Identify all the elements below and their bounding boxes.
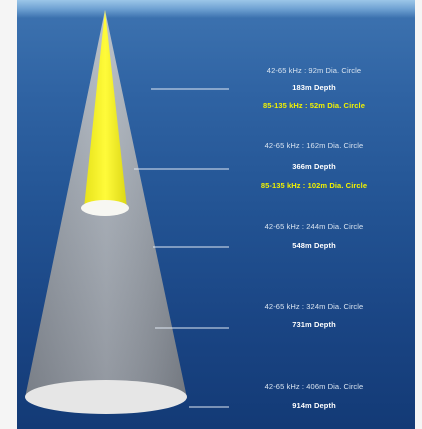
high-frequency-footprint-ellipse — [81, 200, 129, 216]
depth-label-731: 731m Depth — [292, 320, 336, 329]
sonar-beam-diagram — [25, 10, 229, 414]
ocean-scene: 42-65 kHz : 92m Dia. Circle 183m Depth 8… — [17, 0, 415, 429]
freq-label-914: 42-65 kHz : 406m Dia. Circle — [264, 382, 364, 391]
depth-label-366: 366m Depth — [292, 162, 336, 171]
depth-label-914: 914m Depth — [292, 401, 336, 410]
freq-label-183: 42-65 kHz : 92m Dia. Circle — [266, 66, 362, 75]
depth-label-548: 548m Depth — [292, 241, 336, 250]
high-frequency-beam-cone — [84, 10, 127, 208]
freq-label-366: 42-65 kHz : 162m Dia. Circle — [264, 141, 364, 150]
depth-label-183: 183m Depth — [292, 83, 336, 92]
freq-label-548: 42-65 kHz : 244m Dia. Circle — [264, 222, 364, 231]
high-freq-label-366: 85-135 kHz : 102m Dia. Circle — [260, 181, 368, 190]
freq-label-731: 42-65 kHz : 324m Dia. Circle — [264, 302, 364, 311]
sea-surface — [17, 0, 415, 18]
high-freq-label-183: 85-135 kHz : 52m Dia. Circle — [262, 101, 366, 110]
low-frequency-footprint-ellipse — [25, 380, 187, 414]
